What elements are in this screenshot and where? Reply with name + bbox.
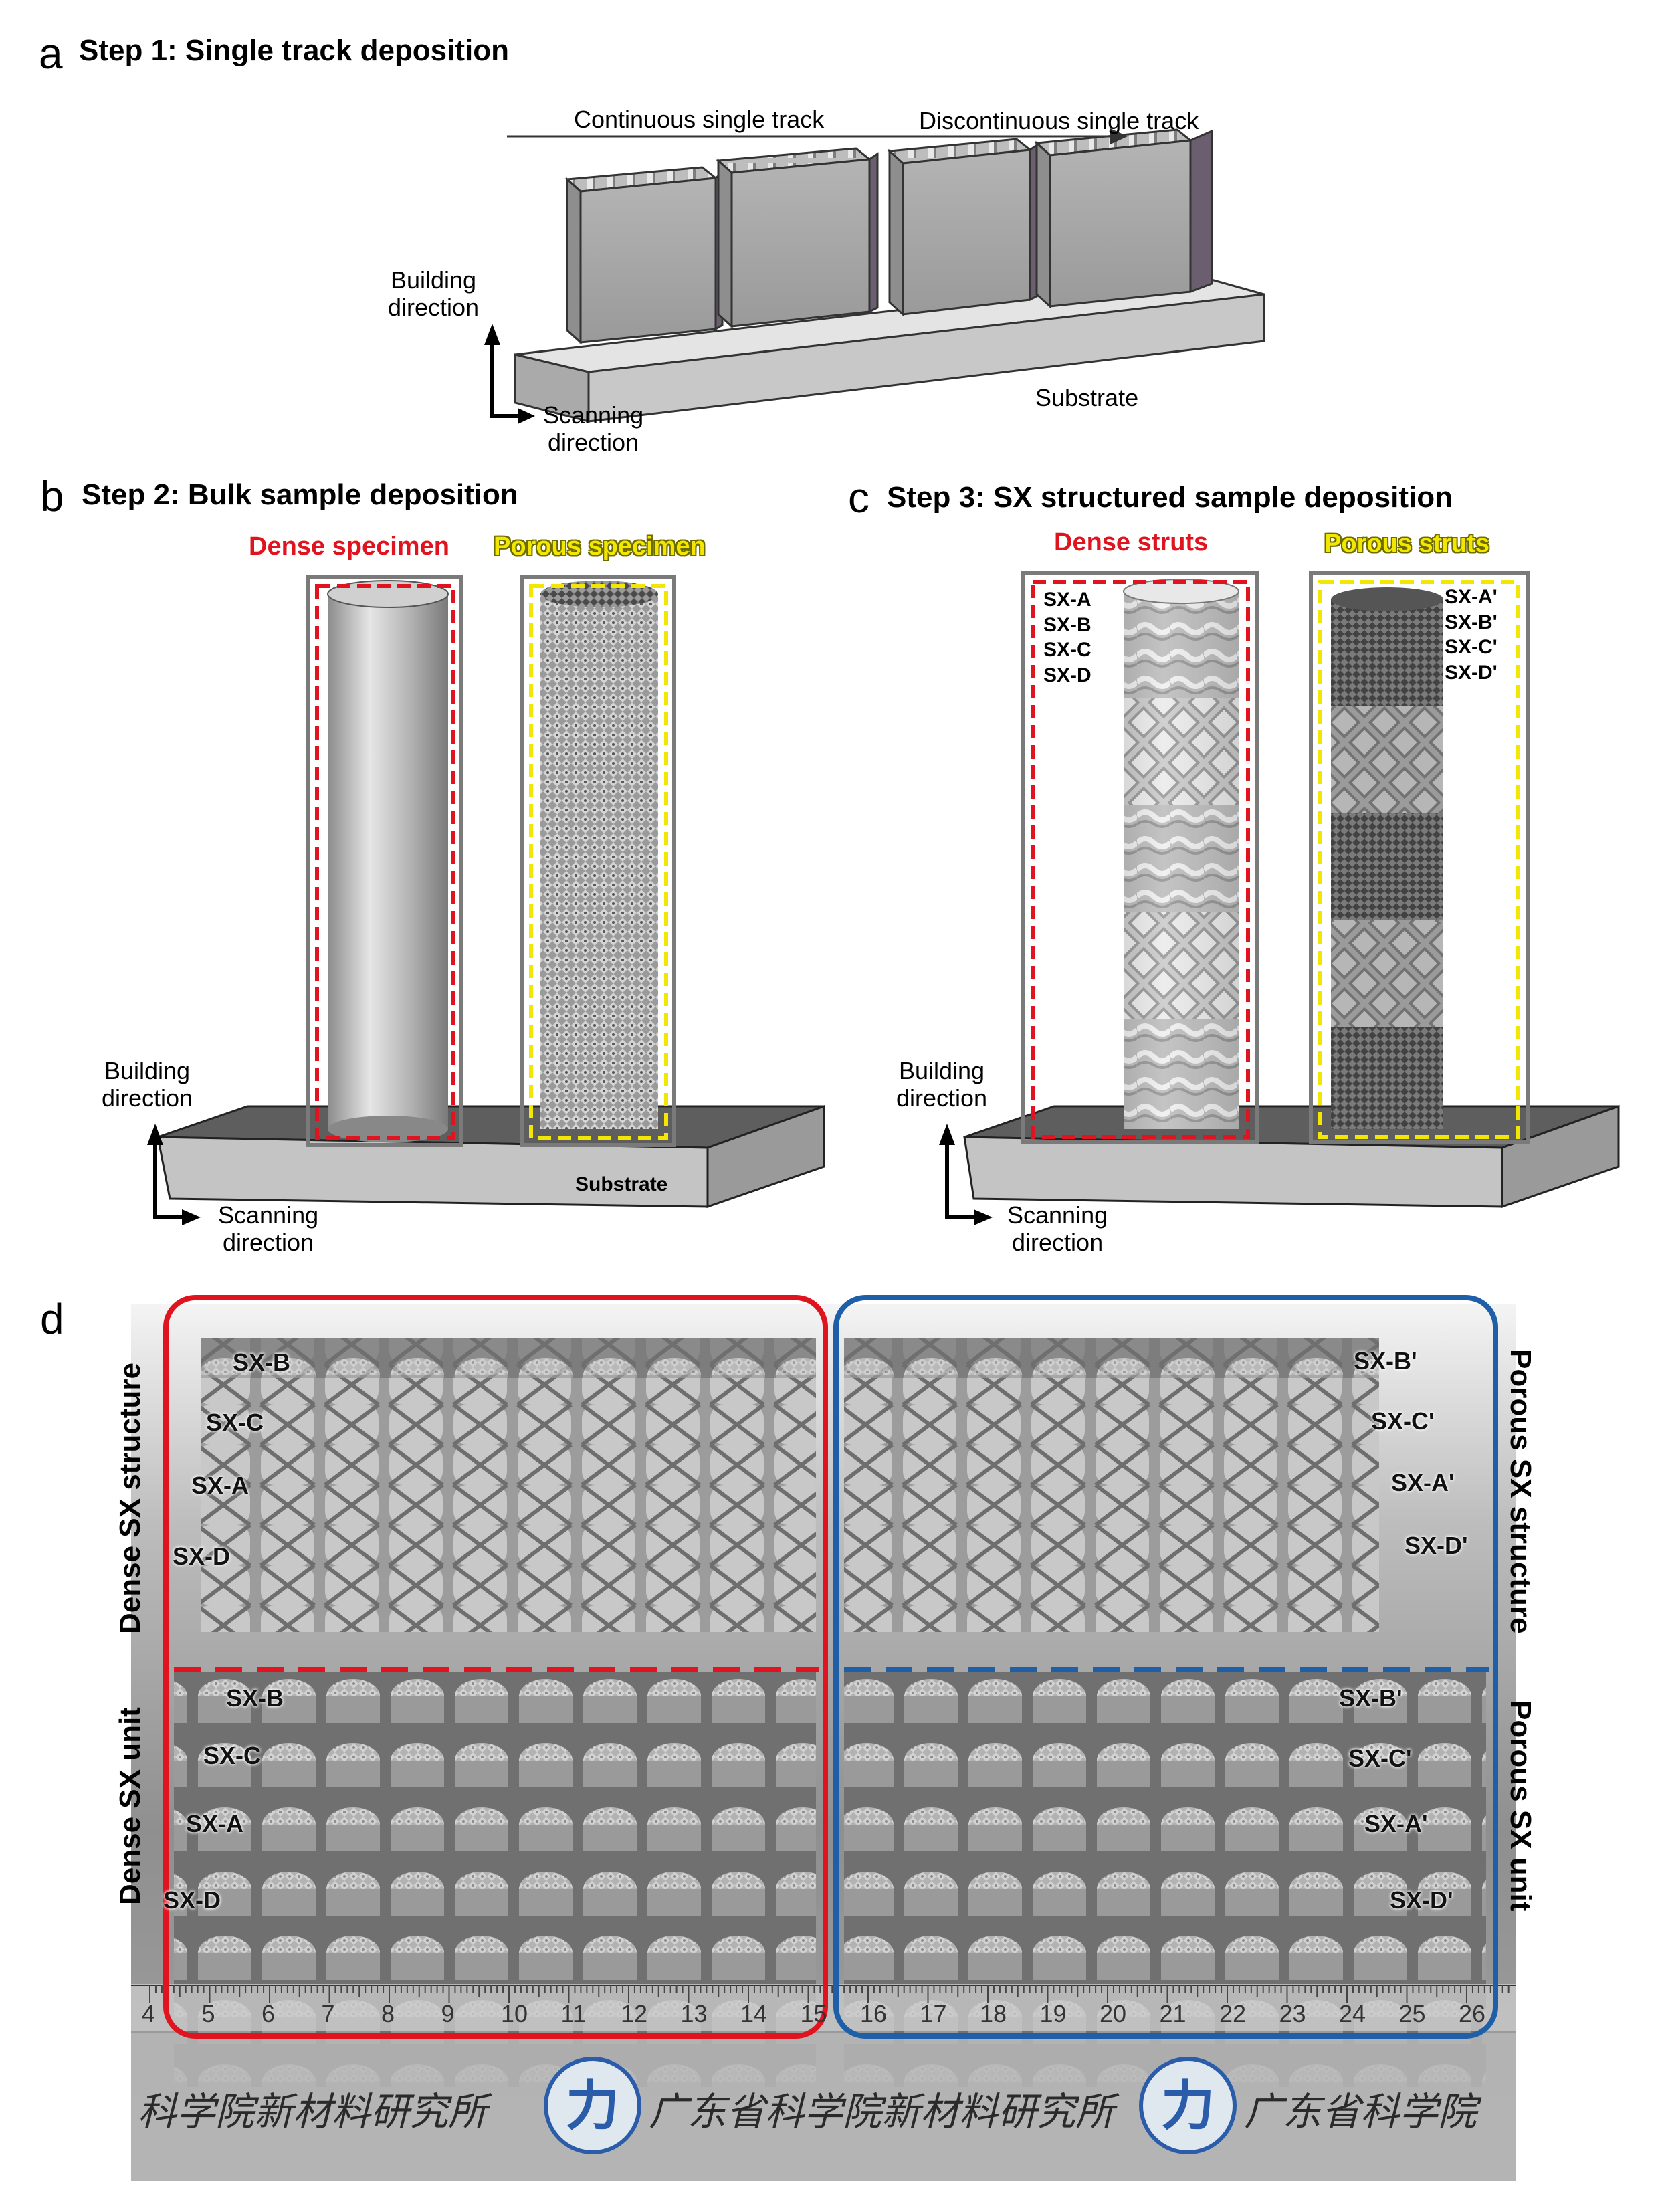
ruler-number: 25 [1398,2000,1426,2027]
ruler-number: 15 [800,2000,827,2027]
ruler-number: 19 [1039,2000,1067,2027]
porous-list-item: SX-C' [1445,636,1497,658]
ruler-number: 16 [860,2000,888,2027]
panel-a-substrate: Substrate [1035,384,1139,411]
ruler-number: 9 [441,2000,455,2027]
panel-d-letter: d [40,1295,64,1343]
right-structure-row-label: SX-C' [1371,1407,1435,1435]
panel-c-porous-label: Porous struts [1324,530,1490,558]
panel-a-scanning-direction: Scanning direction [543,401,644,457]
panel-b-letter: b [40,472,64,520]
panel-c-dense-list: SX-A SX-B SX-C SX-D [1043,587,1091,688]
dense-list-item: SX-C [1043,639,1091,661]
ruler-number: 18 [980,2000,1007,2027]
panel-c-scanning-direction: Scanning direction [1007,1201,1108,1257]
panel-d-dense-structure-side: Dense SX structure [114,1363,146,1634]
dense-list-item: SX-D [1043,664,1091,686]
right-structure-row-label: SX-A' [1391,1469,1455,1496]
ruler-number: 21 [1159,2000,1186,2027]
panel-c-building-direction: Building direction [896,1057,988,1112]
svg-text:力: 力 [566,2074,619,2137]
dense-list-item: SX-A [1043,589,1091,611]
ruler-number: 8 [381,2000,395,2027]
right-structure-row-label: SX-B' [1354,1347,1417,1375]
plate-inscription: 科学院新材料研究所 [138,2089,488,2134]
left-structure-row-label: SX-D [173,1542,231,1570]
left-unit-row-label: SX-D [163,1886,221,1914]
panel-d-porous-unit-side: Porous SX unit [1504,1700,1537,1912]
ruler-number: 6 [262,2000,276,2027]
right-unit-row-label: SX-D' [1390,1886,1453,1914]
panel-a-title: Step 1: Single track deposition [79,34,510,67]
ruler-number: 12 [621,2000,648,2027]
panel-c-dense-label: Dense struts [1054,528,1209,557]
panel-d-porous-structure-side: Porous SX structure [1504,1349,1537,1634]
panel-c-title: Step 3: SX structured sample deposition [887,481,1453,514]
right-unit-row-label: SX-A' [1364,1810,1428,1837]
panel-a-building-direction: Building direction [388,266,480,322]
ruler-number: 4 [142,2000,156,2027]
ruler-number: 13 [680,2000,708,2027]
ruler-number: 11 [560,2000,586,2027]
plate-inscription: 广东省科学院新材料研究所 [649,2089,1115,2134]
ruler-number: 17 [920,2000,947,2027]
ruler-number: 26 [1459,2000,1486,2027]
panel-c-porous-list: SX-A' SX-B' SX-C' SX-D' [1445,585,1497,685]
ruler-number: 24 [1339,2000,1366,2027]
right-unit-row-label: SX-B' [1339,1684,1402,1712]
panel-b-building-direction: Building direction [102,1057,193,1112]
porous-list-item: SX-B' [1445,611,1497,633]
dense-list-item: SX-B [1043,613,1091,636]
panel-b-scanning-direction: Scanning direction [218,1201,319,1257]
panel-a-letter: a [39,29,63,78]
svg-text:力: 力 [1161,2074,1215,2137]
left-structure-row-label: SX-B [233,1348,291,1376]
left-unit-row-label: SX-B [226,1684,284,1712]
left-structure-row-label: SX-A [191,1472,249,1499]
right-structure-row-label: SX-D' [1405,1532,1468,1559]
porous-list-item: SX-D' [1445,661,1497,684]
plate-inscription: 广东省科学院 [1244,2089,1477,2134]
ruler-number: 22 [1219,2000,1247,2027]
ruler-scale: 4 5 6 7 8 9 10 11 12 13 14 15 16 17 18 19 20 21 22 23 24 25 26 [0,2000,1664,2033]
panel-c-letter: c [848,474,869,522]
panel-b-porous-label: Porous specimen [494,532,706,561]
panel-a-discontinuous-label: Discontinuous single track [919,107,1199,134]
left-unit-row-label: SX-A [186,1810,244,1837]
ruler-number: 7 [321,2000,335,2027]
panel-b-dense-label: Dense specimen [249,532,449,561]
panel-b-title: Step 2: Bulk sample deposition [82,478,518,511]
panel-d-dense-unit-side: Dense SX unit [114,1707,146,1905]
ruler-number: 14 [740,2000,768,2027]
left-unit-row-label: SX-C [203,1742,262,1769]
panel-a-continuous-label: Continuous single track [574,106,825,133]
ruler-number: 20 [1100,2000,1127,2027]
ruler-number: 10 [501,2000,528,2027]
panel-b-substrate: Substrate [575,1173,668,1195]
porous-list-item: SX-A' [1445,586,1497,608]
ruler-number: 5 [201,2000,215,2027]
left-structure-row-label: SX-C [206,1409,264,1436]
right-unit-row-label: SX-C' [1348,1744,1412,1772]
ruler-number: 23 [1279,2000,1306,2027]
